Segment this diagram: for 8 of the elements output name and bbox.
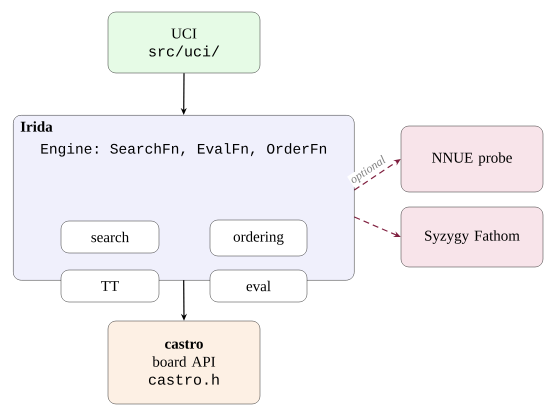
module-box: UCI src/uci/ (108, 12, 260, 74)
module-box: Syzygy Fathom (400, 206, 544, 268)
module-box: NNUE probe (400, 126, 544, 192)
component-box: eval (210, 270, 308, 302)
module-box: castro board API castro.h (108, 320, 260, 404)
component-box: ordering (210, 220, 308, 256)
component-box: TT (60, 270, 160, 302)
component-box: search (60, 220, 160, 254)
